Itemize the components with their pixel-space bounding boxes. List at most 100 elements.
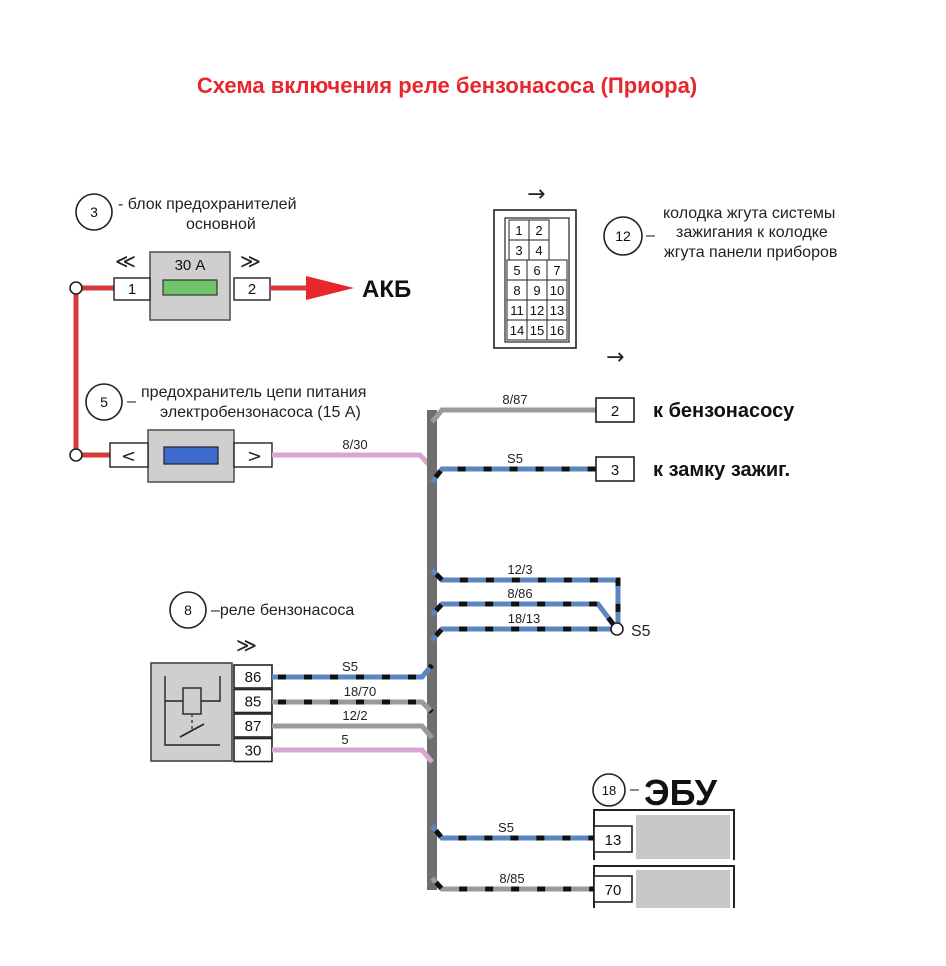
splice-point [610, 622, 624, 636]
wire-label-ecu-s5: S5 [498, 820, 514, 835]
output-pin-2-box [595, 397, 635, 423]
main-fuse-pin2: 2 [248, 281, 256, 298]
connector-cell-label: 5 [513, 263, 520, 278]
connector-cell-label: 10 [550, 283, 564, 298]
connector-dash: – [646, 227, 655, 244]
pump-fuse-number: 5 [100, 394, 108, 410]
arrow-right-icon: → [606, 345, 624, 370]
connector-cell-label: 2 [535, 223, 542, 238]
blue-wire-s5-ignition [430, 466, 596, 484]
blue-wire-s5-relay [272, 663, 434, 680]
wire-label-18-13: 18/13 [508, 611, 541, 626]
relay-pin-label: 30 [245, 743, 262, 760]
blue-wire-18-13 [430, 626, 614, 642]
terminal-top [69, 281, 83, 295]
terminal-bottom [69, 448, 83, 462]
harness-trunk [427, 410, 437, 890]
main-fuse-desc-line2: основной [186, 216, 256, 233]
connector-cell-label: 9 [533, 283, 540, 298]
ecu-number-circle [592, 773, 626, 807]
gray-wire-12-2 [272, 723, 434, 740]
connector-desc-line2: зажигания к колодке [676, 224, 828, 241]
pump-fuse-left-socket [109, 442, 149, 468]
wire-label-18-70: 18/70 [344, 684, 377, 699]
wire-label-12-2: 12/2 [342, 708, 367, 723]
pump-fuse-element [163, 446, 219, 465]
connector-cell-label: 1 [515, 223, 522, 238]
wire-label-12-3: 12/3 [507, 562, 532, 577]
main-fuse-pin1: 1 [128, 281, 136, 298]
wire-label-8-86: 8/86 [507, 586, 532, 601]
pump-fuse-desc-line2: электробензонасоса (15 А) [160, 404, 361, 421]
relay-pin-label: 87 [245, 718, 262, 735]
diagram-title: Схема включения реле бензонасоса (Приора… [197, 73, 697, 98]
splice-label: S5 [631, 623, 651, 640]
connector-cell-label: 6 [533, 263, 540, 278]
ecu-body-top [636, 815, 730, 859]
ecu-body-bottom [636, 870, 730, 908]
wire-label-8-85: 8/85 [499, 871, 524, 886]
outputs-group: 8/87 2 к бензонасосу S5 3 к замку зажиг. [430, 392, 795, 484]
connector-cell-label: 16 [550, 323, 564, 338]
relay-number-circle [169, 591, 207, 629]
ecu-pin-70: 70 [605, 882, 622, 899]
connector-number-circle [603, 216, 643, 256]
wire-label-5: 5 [341, 732, 348, 747]
output-pin-3-box [595, 456, 635, 482]
relay-desc: –реле бензонасоса [211, 602, 354, 619]
ecu-pin-13-box [593, 825, 633, 853]
chevron-right-icon: ≫ [240, 249, 261, 273]
battery-label: АКБ [362, 276, 411, 303]
relay-pin-label: 86 [245, 669, 262, 686]
main-fuse-group: 3 - блок предохранителей основной ≪ ≫ 30… [75, 193, 411, 321]
connector-cell-label: 13 [550, 303, 564, 318]
connector-cell-box [546, 319, 568, 341]
wire-label-relay-s5: S5 [342, 659, 358, 674]
connector-cell-label: 7 [553, 263, 560, 278]
chevron-right-icon: > [247, 446, 262, 467]
connector-cell-label: 3 [515, 243, 522, 258]
blue-wire-12-3-stripe [430, 568, 621, 628]
chevron-left-icon: ≪ [115, 249, 136, 273]
connector-cell-label: 11 [510, 303, 524, 318]
main-fuse-pin1-box [113, 277, 151, 301]
main-fuse-rating: 30 А [175, 257, 206, 274]
connector-desc-line3: жгута панели приборов [664, 244, 837, 261]
gray-wire-18-70 [272, 699, 434, 714]
connector-number: 12 [615, 228, 631, 244]
main-fuse-desc-line1: - блок предохранителей [118, 196, 297, 213]
wire-label-s5-ignition: S5 [507, 451, 523, 466]
gray-wire-8-85-stripe [430, 876, 594, 892]
blue-wire-s5-ecu-stripe [430, 824, 594, 841]
relay-wiring-icon [164, 676, 220, 746]
pump-fuse-group: 5 – предохранитель цепи питания электроб… [76, 383, 434, 483]
connector-cell-label: 4 [535, 243, 542, 258]
relay-wiring-icon [201, 676, 221, 702]
pump-fuse-number-circle [85, 383, 123, 421]
chevron-right-icon: ≫ [236, 633, 257, 657]
chevron-left-icon: < [121, 446, 136, 467]
ecu-label: ЭБУ [644, 772, 718, 813]
blue-wire-8-86-stripe [430, 601, 618, 630]
ecu-group: 18 – ЭБУ 13 70 S5 8/85 [430, 772, 735, 908]
splice-group: 12/3 8/86 18/13 S5 [430, 562, 651, 642]
connector-cell-label: 8 [513, 283, 520, 298]
ecu-dash: – [630, 781, 639, 798]
connector-cell-label: 15 [530, 323, 544, 338]
arrow-right-icon [306, 276, 354, 300]
pink-wire-5 [272, 747, 434, 764]
pump-fuse-dash: – [127, 393, 136, 410]
output-label-ignition: к замку зажиг. [653, 459, 790, 481]
wire-label-8-87: 8/87 [502, 392, 527, 407]
output-pin-2: 2 [611, 403, 619, 420]
connector-cell-label: 12 [530, 303, 544, 318]
relay-switch-icon [179, 723, 205, 738]
relay-coil-icon [182, 687, 202, 715]
output-pin-3: 3 [611, 462, 619, 479]
ecu-pin-13: 13 [605, 832, 622, 849]
connector-desc-line1: колодка жгута системы [663, 205, 835, 222]
gray-wire-8-87 [430, 407, 596, 424]
